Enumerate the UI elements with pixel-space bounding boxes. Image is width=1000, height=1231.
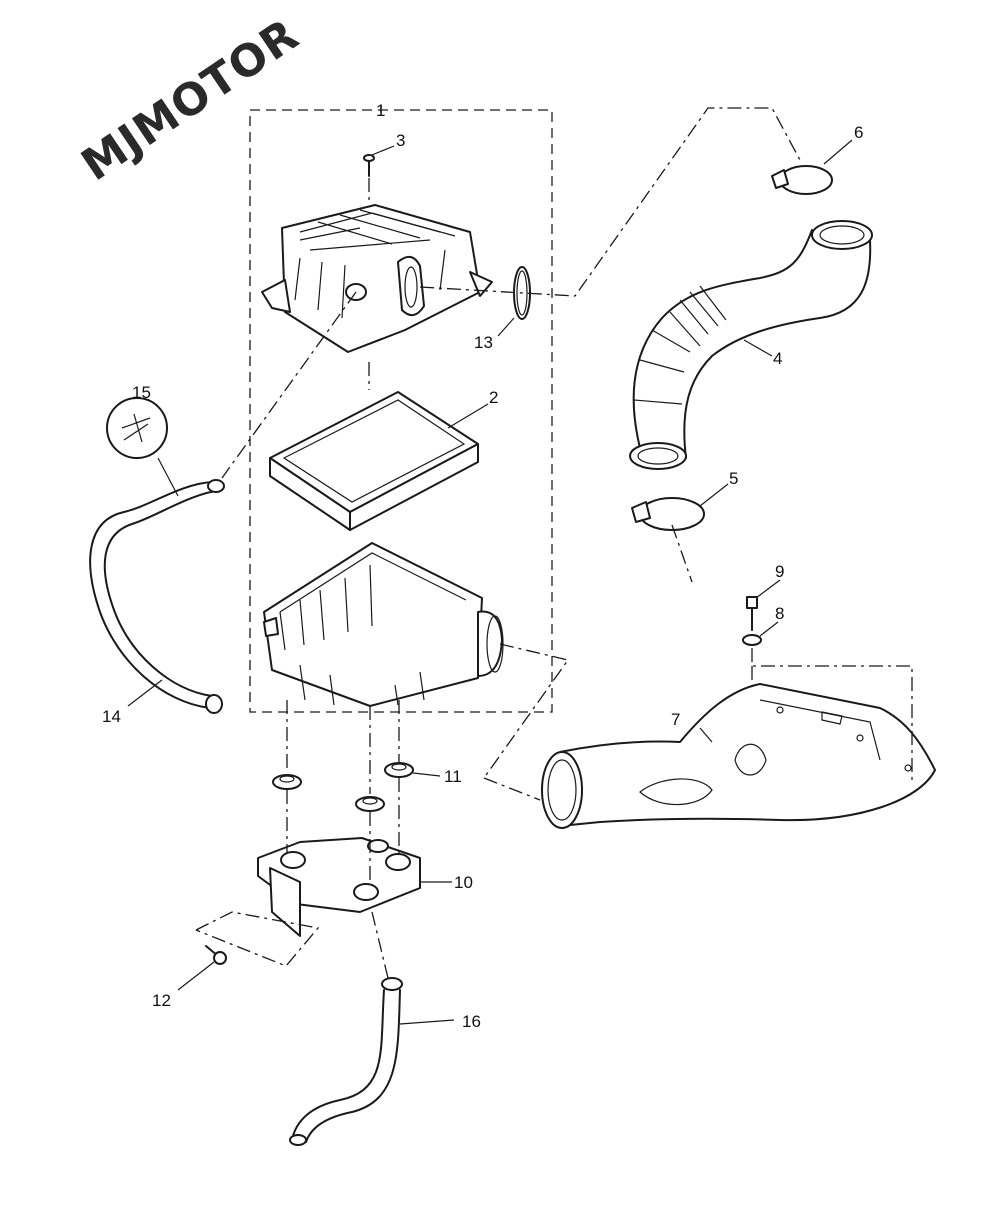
callout-8: 8 xyxy=(775,604,784,623)
part-12-bolt xyxy=(205,945,227,965)
callout-16: 16 xyxy=(462,1012,481,1031)
part-11-grommets xyxy=(272,762,414,812)
part-15-symbol xyxy=(106,397,168,459)
callout-12: 12 xyxy=(152,991,171,1010)
part-8-washer xyxy=(742,634,762,646)
callout-9: 9 xyxy=(775,562,784,581)
assembly-guide-lines xyxy=(195,107,913,979)
part-14-hose xyxy=(89,479,225,714)
lower-housing xyxy=(263,542,504,707)
callout-13: 13 xyxy=(474,333,493,352)
upper-housing-cover xyxy=(261,204,493,353)
air-cleaner-assembly-group xyxy=(249,109,553,713)
part-3-screw xyxy=(363,154,375,177)
brand-logo: MJMOTOR xyxy=(73,9,308,191)
callout-10: 10 xyxy=(454,873,473,892)
callout-7: 7 xyxy=(671,710,680,729)
callout-2: 2 xyxy=(489,388,498,407)
callout-4: 4 xyxy=(773,349,782,368)
callout-numbers: 1 2 3 4 5 6 7 8 9 10 11 12 13 14 15 16 xyxy=(102,101,863,1031)
part-7-resonator-duct xyxy=(541,683,936,829)
callout-11: 11 xyxy=(444,767,462,786)
callout-14: 14 xyxy=(102,707,121,726)
callout-15: 15 xyxy=(132,383,151,402)
callout-1: 1 xyxy=(376,101,385,120)
part-6-clamp xyxy=(771,165,833,195)
part-4-intake-hose xyxy=(629,220,873,470)
callout-6: 6 xyxy=(854,123,863,142)
callout-5: 5 xyxy=(729,469,738,488)
part-2-filter-element xyxy=(269,391,479,531)
part-9-bolt xyxy=(746,596,758,631)
part-5-clamp xyxy=(631,497,705,531)
callout-3: 3 xyxy=(396,131,405,150)
callout-leaders xyxy=(127,106,853,1025)
part-10-bracket xyxy=(257,837,421,937)
part-16-hose xyxy=(289,977,403,1146)
